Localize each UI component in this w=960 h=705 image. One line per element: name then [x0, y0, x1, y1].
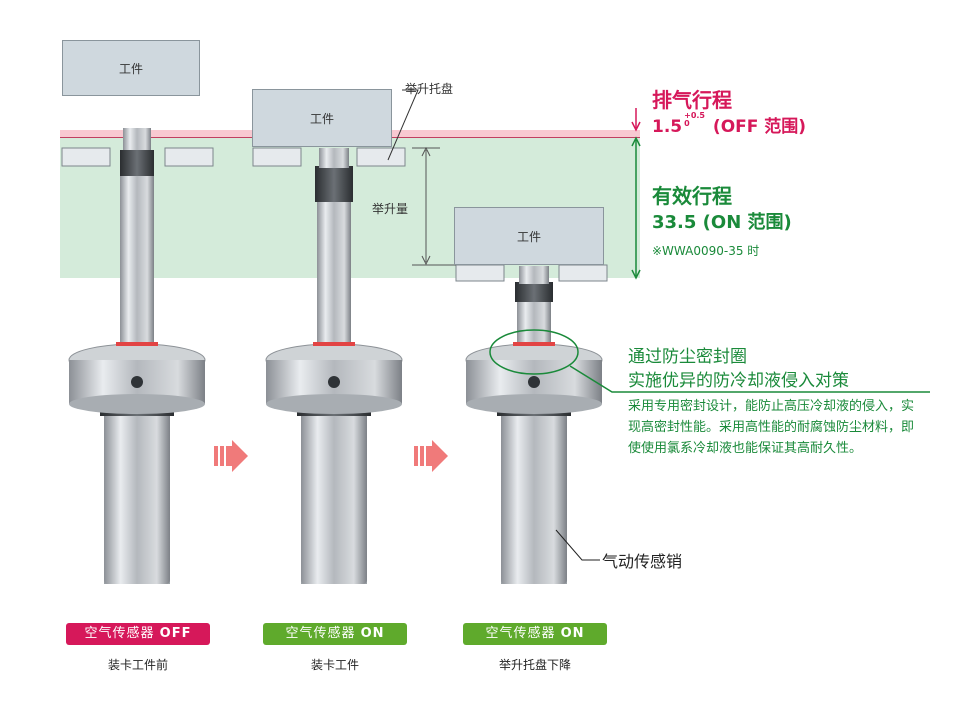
lift-tray-plates [61, 147, 608, 282]
exhaust-stroke-arrow [631, 108, 641, 132]
exhaust-value-range: (OFF 范围) [712, 117, 807, 137]
exhaust-value-sub: 0 [684, 119, 690, 128]
stage-3-caption: 举升托盘下降 [498, 658, 571, 672]
stage-2-badge-text: 空气传感器 [285, 626, 356, 641]
stage-3-badge-text: 空气传感器 [485, 626, 556, 641]
sensor-pin-label: 气动传感销 [602, 552, 683, 571]
transition-arrow-2 [414, 440, 448, 472]
lift-tray-label: 举升托盘 [405, 82, 454, 96]
sensor-pin-2 [265, 148, 403, 584]
seal-title-line1: 通过防尘密封圈 [628, 347, 747, 367]
stage-1-badge-text: 空气传感器 [84, 626, 155, 641]
stage-3-badge: 空气传感器 ON [463, 623, 607, 645]
effective-stroke-note: ※WWA0090-35 时 [652, 244, 760, 258]
stage-1-badge: 空气传感器 OFF [66, 623, 210, 645]
lift-amount-arrow [412, 146, 456, 266]
effective-stroke-title: 有效行程 [652, 184, 732, 208]
stage-2-badge-state: ON [360, 626, 385, 641]
exhaust-stroke-title: 排气行程 [652, 88, 732, 112]
workpiece-3: 工件 [454, 207, 604, 265]
sensor-pin-1 [68, 128, 206, 584]
stage-2-badge: 空气传感器 ON [263, 623, 407, 645]
effective-stroke-arrow [631, 136, 641, 280]
lift-tray-leader [387, 89, 419, 161]
lift-amount-label: 举升量 [372, 202, 409, 216]
seal-highlight [489, 329, 579, 375]
stage-1-badge-state: OFF [159, 626, 192, 641]
stage-1-caption: 装卡工件前 [107, 658, 168, 672]
effective-stroke-value: 33.5 (ON 范围) [652, 212, 792, 233]
workpiece-2: 工件 [252, 89, 392, 147]
sensor-pin-leader [555, 529, 600, 561]
exhaust-value-sup: +0.5 [684, 111, 705, 120]
stage-3-badge-state: ON [560, 626, 585, 641]
exhaust-value-main: 1.5 [652, 117, 683, 137]
stage-2-caption: 装卡工件 [310, 658, 359, 672]
seal-leader [569, 365, 930, 393]
workpiece-1: 工件 [62, 40, 200, 96]
sensor-pin-3 [465, 266, 603, 584]
seal-description: 采用专用密封设计，能防止高压冷却液的侵入，实现高密封性能。采用高性能的耐腐蚀防尘… [628, 399, 915, 456]
seal-title-line2: 实施优异的防冷却液侵入对策 [628, 371, 849, 391]
transition-arrow-1 [214, 440, 248, 472]
